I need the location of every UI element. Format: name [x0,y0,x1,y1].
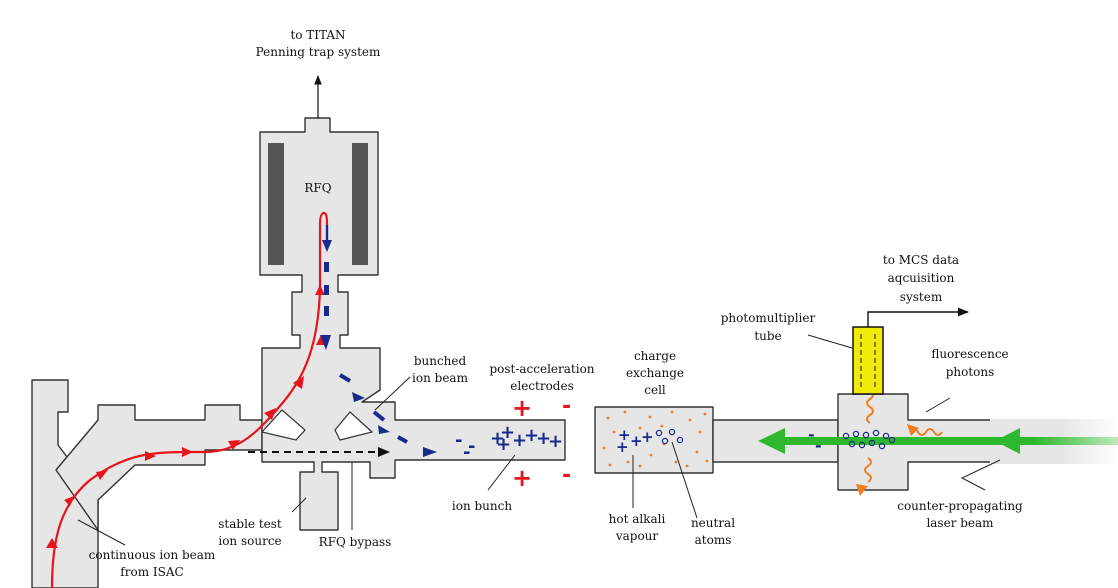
bender-electrode-left [260,409,306,441]
label-stable-2: ion source [218,534,281,548]
labels: to TITAN Penning trap system RFQ to MCS … [89,28,1023,579]
charge-exchange-cell-body [594,406,714,474]
label-rfq: RFQ [304,181,331,195]
label-continuous-2: from ISAC [120,565,183,579]
rfq-electrode-left [268,143,284,265]
label-neutral-2: atoms [695,533,732,547]
label-pmt-1: photomultiplier [721,311,816,325]
switchyard-chamber [259,117,566,531]
photomultiplier-tube [852,307,970,395]
label-postacc-2: electrodes [510,379,574,393]
continuous-ion-beam-path [50,211,329,588]
cell-ion-3: + [630,432,643,450]
label-bunched-2: ion beam [412,371,469,385]
label-cec-1: charge [634,349,676,363]
label-pmt-2: tube [754,329,781,343]
label-laser-1: counter-propagating [897,499,1023,513]
ion-minus-1: - [455,430,462,451]
label-hot-2: vapour [615,529,659,543]
ion-bunch: - - - + + + + + + + [455,422,563,463]
isac-bend-pipe [55,404,263,531]
label-continuous-1: continuous ion beam [89,548,216,562]
label-ion-bunch: ion bunch [452,499,512,513]
continuous-ion-beam-arrows [46,285,326,548]
ion-plus-3: + [512,430,527,451]
electrode-minus-top: - [562,394,571,419]
ion-plus-5: + [496,434,511,455]
optical-region-particles: - - [808,425,896,455]
ion-plus-1: + [490,428,505,449]
ion-plus-4: + [524,425,539,446]
label-to-mcs-1: to MCS data [883,253,959,267]
label-cec-3: cell [644,383,666,397]
label-neutral-1: neutral [691,516,735,530]
electrode-plus-top: + [512,394,532,422]
bunched-ion-beam-path [320,225,437,457]
optical-minus-2: - [815,436,822,455]
label-to-titan-2: Penning trap system [256,45,381,59]
electrode-minus-bottom: - [562,463,571,488]
label-rfq-bypass: RFQ bypass [319,535,392,549]
rfq-bypass-beam [248,447,390,457]
beamline-piping [31,117,1118,588]
bender-electrode-right [334,411,374,441]
label-to-titan-1: to TITAN [290,28,345,42]
label-bunched-1: bunched [414,354,467,368]
fluorescence-photons [856,383,943,496]
label-hot-1: hot alkali [609,512,666,526]
label-fluor-2: photons [946,365,995,379]
label-to-mcs-3: system [900,290,943,304]
alkali-vapour-dots [602,410,709,468]
rfq-electrode-right [352,143,368,265]
optical-minus-1: - [808,425,815,444]
laser-beam [758,428,1118,454]
ion-plus-2: + [500,422,515,443]
label-postacc-1: post-acceleration [489,362,594,376]
label-fluor-1: fluorescence [931,347,1008,361]
ion-plus-6: + [536,428,551,449]
ion-plus-7: + [548,431,563,452]
cell-ions: + + + + [616,426,654,456]
leader-lines [77,334,1001,546]
cell-ion-1: + [618,426,631,444]
label-cec-2: exchange [626,366,684,380]
cell-ion-2: + [616,438,629,456]
ion-minus-3: - [463,442,470,463]
label-laser-2: laser beam [926,516,994,530]
ion-minus-2: - [468,436,475,457]
label-to-mcs-2: aqcuisition [888,271,955,285]
electrode-plus-bottom: + [512,464,532,492]
label-stable-1: stable test [218,517,282,531]
cell-ion-4: + [641,428,654,446]
neutral-atoms-in-cell [655,428,684,445]
